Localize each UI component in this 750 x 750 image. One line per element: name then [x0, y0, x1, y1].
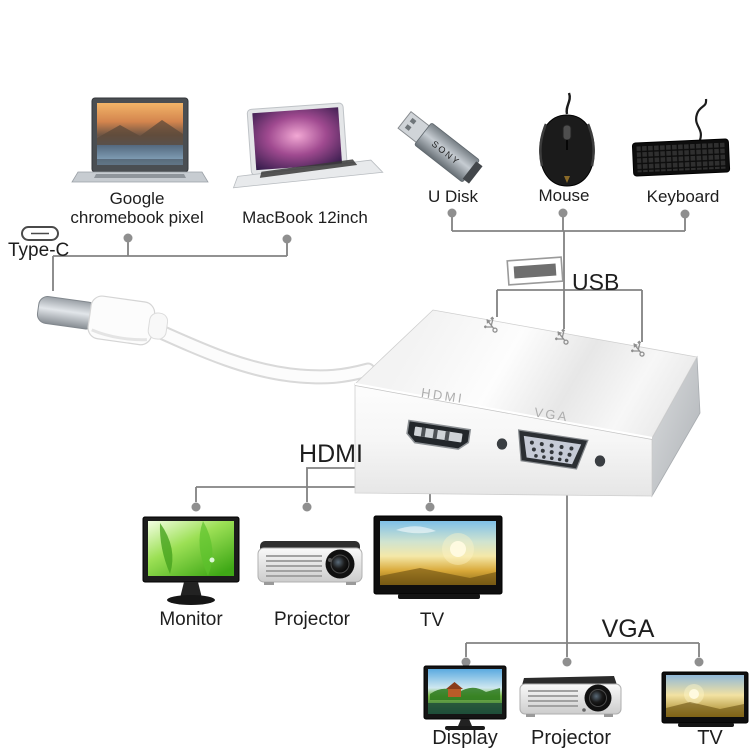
keyboard-image	[631, 98, 731, 177]
type-c-icon	[21, 226, 59, 241]
monitor-image	[142, 516, 240, 605]
usb-label: USB	[572, 269, 619, 295]
screw-hole-right	[594, 455, 606, 467]
chromebook-label-line1: Google	[110, 189, 165, 208]
vga-port	[517, 429, 589, 470]
connector-dots-laptops	[123, 233, 292, 244]
screw-hole-left	[496, 438, 508, 450]
u-disk-label: U Disk	[428, 187, 479, 206]
mouse-image	[539, 92, 595, 187]
mouse-label: Mouse	[538, 186, 589, 205]
macbook-label: MacBook 12inch	[242, 208, 368, 227]
u-disk-image: SONY	[397, 110, 483, 184]
connector-lines-laptops	[52, 238, 288, 291]
connector-dots-vga	[461, 657, 704, 667]
macbook-image	[232, 102, 384, 189]
keyboard-label: Keyboard	[647, 187, 720, 206]
usb-c-cable	[142, 319, 376, 385]
usb-c-plug	[36, 295, 169, 346]
tv-vga-image	[661, 671, 749, 727]
projector-hdmi-image	[257, 541, 363, 585]
type-c-label: Type-C	[8, 240, 69, 261]
projector-vga-image	[519, 676, 622, 717]
connector-dots-hdmi	[191, 502, 435, 512]
hdmi-port	[406, 419, 472, 450]
chromebook-label-line2: chromebook pixel	[70, 208, 203, 227]
adapter-body: HDMI VGA	[354, 309, 701, 498]
tv-vga-label: TV	[697, 727, 723, 749]
usb-trident-icons	[484, 316, 645, 357]
tv-hdmi-label: TV	[420, 610, 445, 631]
display-vga-label: Display	[432, 727, 498, 749]
hdmi-group-label: HDMI	[299, 440, 363, 468]
vga-group-label: VGA	[602, 615, 655, 643]
connector-lines-vga	[465, 471, 700, 657]
monitor-label: Monitor	[159, 609, 223, 630]
display-vga-image	[423, 665, 507, 730]
chromebook-image	[71, 97, 209, 183]
adapter-engraving-vga: VGA	[533, 405, 570, 425]
adapter-engraving-hdmi: HDMI	[420, 385, 465, 406]
usb-port-icon	[506, 256, 564, 286]
projector-hdmi-label: Projector	[274, 609, 351, 630]
connector-dots-usb	[447, 208, 690, 219]
projector-vga-label: Projector	[531, 727, 611, 749]
tv-hdmi-image	[373, 515, 503, 599]
